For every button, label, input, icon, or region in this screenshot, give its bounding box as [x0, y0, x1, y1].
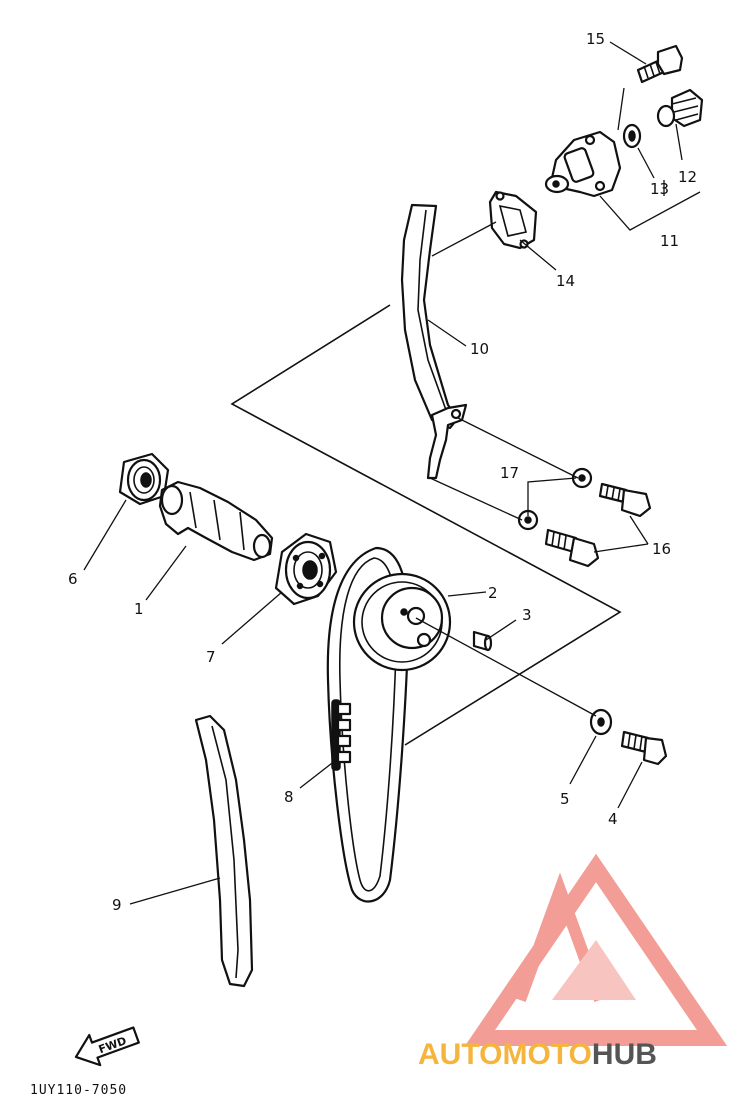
tensioner-gasket	[488, 190, 538, 250]
callout-7: 7	[206, 648, 216, 666]
callout-labels: 15 12 13 11 14 10 17 16 6 1 7 2 3 5 4 8 …	[68, 30, 697, 914]
leader-lines	[83, 41, 701, 905]
chain-tensioner-assembly	[544, 130, 622, 198]
callout-8: 8	[284, 788, 294, 806]
callout-9: 9	[112, 896, 122, 914]
callout-2: 2	[488, 584, 498, 602]
tensioner-bolt	[636, 44, 684, 84]
callout-3: 3	[522, 606, 532, 624]
assembly-outline	[230, 304, 622, 746]
callout-1: 1	[134, 600, 144, 618]
dowel-pin	[472, 630, 493, 652]
callout-14: 14	[556, 272, 575, 290]
callout-15: 15	[586, 30, 605, 48]
callout-13: 13	[650, 180, 669, 198]
callout-5: 5	[560, 790, 570, 808]
sprocket-washer	[589, 708, 613, 736]
callout-17: 17	[500, 464, 519, 482]
chain-guide-front	[194, 714, 254, 988]
callout-12: 12	[678, 168, 697, 186]
automotohub-logo: AUTOMOTOHUB	[418, 853, 728, 1071]
callout-11: 11	[660, 232, 679, 250]
diagram-code: 1UY110-7050	[30, 1083, 127, 1098]
logo-text-automoto: AUTOMOTOHUB	[418, 1038, 657, 1071]
cam-sprocket	[352, 572, 452, 672]
camshaft-bearing-left	[118, 452, 170, 506]
guide-bolt-lower	[544, 528, 600, 568]
camshaft	[158, 480, 274, 562]
tensioner-washer	[622, 123, 642, 149]
sprocket-bolt	[620, 730, 668, 766]
forward-direction-arrow: FWD	[74, 1026, 140, 1067]
tensioner-cap-bolt	[656, 88, 704, 128]
callout-10: 10	[470, 340, 489, 358]
callout-6: 6	[68, 570, 78, 588]
chain-guide-rear	[400, 203, 468, 480]
callout-16: 16	[652, 540, 671, 558]
guide-bolt-upper	[598, 482, 652, 518]
callout-4: 4	[608, 810, 618, 828]
logo-hub: HUB	[592, 1038, 657, 1071]
logo-automoto: AUTOMOTO	[418, 1038, 592, 1071]
camshaft-bearing-right	[274, 532, 338, 606]
